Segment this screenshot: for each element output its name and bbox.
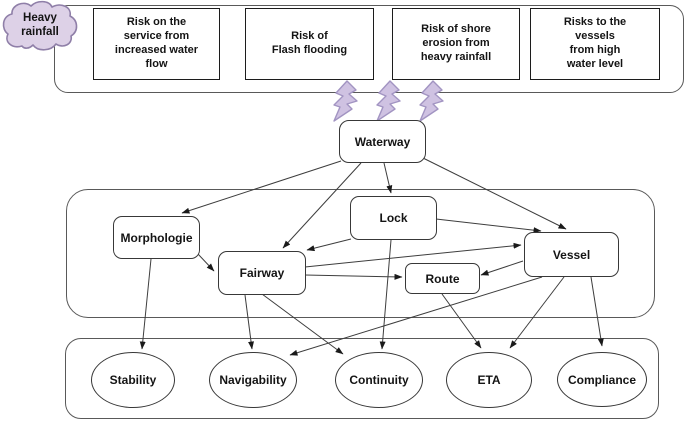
risk-box-high-water[interactable]: Risks to the vessels from high water lev…	[530, 8, 660, 80]
edge-fairway-vessel	[304, 242, 522, 268]
lightning-bolt-icon	[376, 80, 401, 122]
lightning-bolts	[333, 80, 444, 122]
edge-waterway-fairway	[282, 162, 362, 249]
edge-vessel-route	[480, 260, 524, 276]
risk-box-service-flow[interactable]: Risk on the service from increased water…	[93, 8, 220, 80]
node-fairway[interactable]: Fairway	[218, 251, 306, 295]
outcomes-container	[65, 338, 659, 419]
top-risks-container	[54, 5, 684, 93]
node-waterway[interactable]: Waterway	[339, 120, 426, 163]
edge-lock-fairway	[306, 238, 352, 252]
outcome-navigability[interactable]: Navigability	[209, 352, 297, 408]
edge-morphologie-stability	[139, 258, 152, 350]
node-vessel[interactable]: Vessel	[524, 232, 619, 277]
risk-box-flash-flooding[interactable]: Risk of Flash flooding	[245, 8, 374, 80]
cloud-heavy-rainfall[interactable]: Heavy rainfall	[21, 12, 59, 38]
outcome-stability[interactable]: Stability	[91, 352, 175, 408]
edge-fairway-navigability	[244, 294, 255, 350]
outcome-compliance[interactable]: Compliance	[557, 352, 647, 407]
edge-layer	[139, 157, 604, 356]
edge-morphologie-fairway	[197, 253, 215, 272]
risk-box-shore-erosion[interactable]: Risk of shore erosion from heavy rainfal…	[392, 8, 520, 80]
edge-waterway-morphologie	[181, 160, 342, 214]
edge-waterway-vessel	[422, 157, 567, 230]
edge-fairway-continuity	[261, 293, 344, 355]
lightning-bolt-icon	[419, 80, 444, 122]
outcome-continuity[interactable]: Continuity	[335, 352, 423, 408]
edge-lock-vessel	[435, 218, 542, 234]
node-route[interactable]: Route	[405, 263, 480, 294]
outcome-eta[interactable]: ETA	[446, 352, 532, 408]
node-morphologie[interactable]: Morphologie	[113, 216, 200, 259]
edge-vessel-navigability	[289, 276, 543, 356]
lightning-bolt-icon	[333, 80, 358, 122]
node-lock[interactable]: Lock	[350, 196, 437, 240]
edge-waterway-lock	[383, 162, 393, 194]
infrastructure-container	[66, 189, 655, 318]
edge-route-eta	[441, 293, 482, 349]
cloud-shape	[2, 0, 78, 51]
edge-lock-continuity	[379, 239, 392, 350]
edge-vessel-compliance	[590, 276, 604, 347]
edge-fairway-route	[304, 273, 403, 280]
edge-vessel-eta	[509, 276, 565, 349]
